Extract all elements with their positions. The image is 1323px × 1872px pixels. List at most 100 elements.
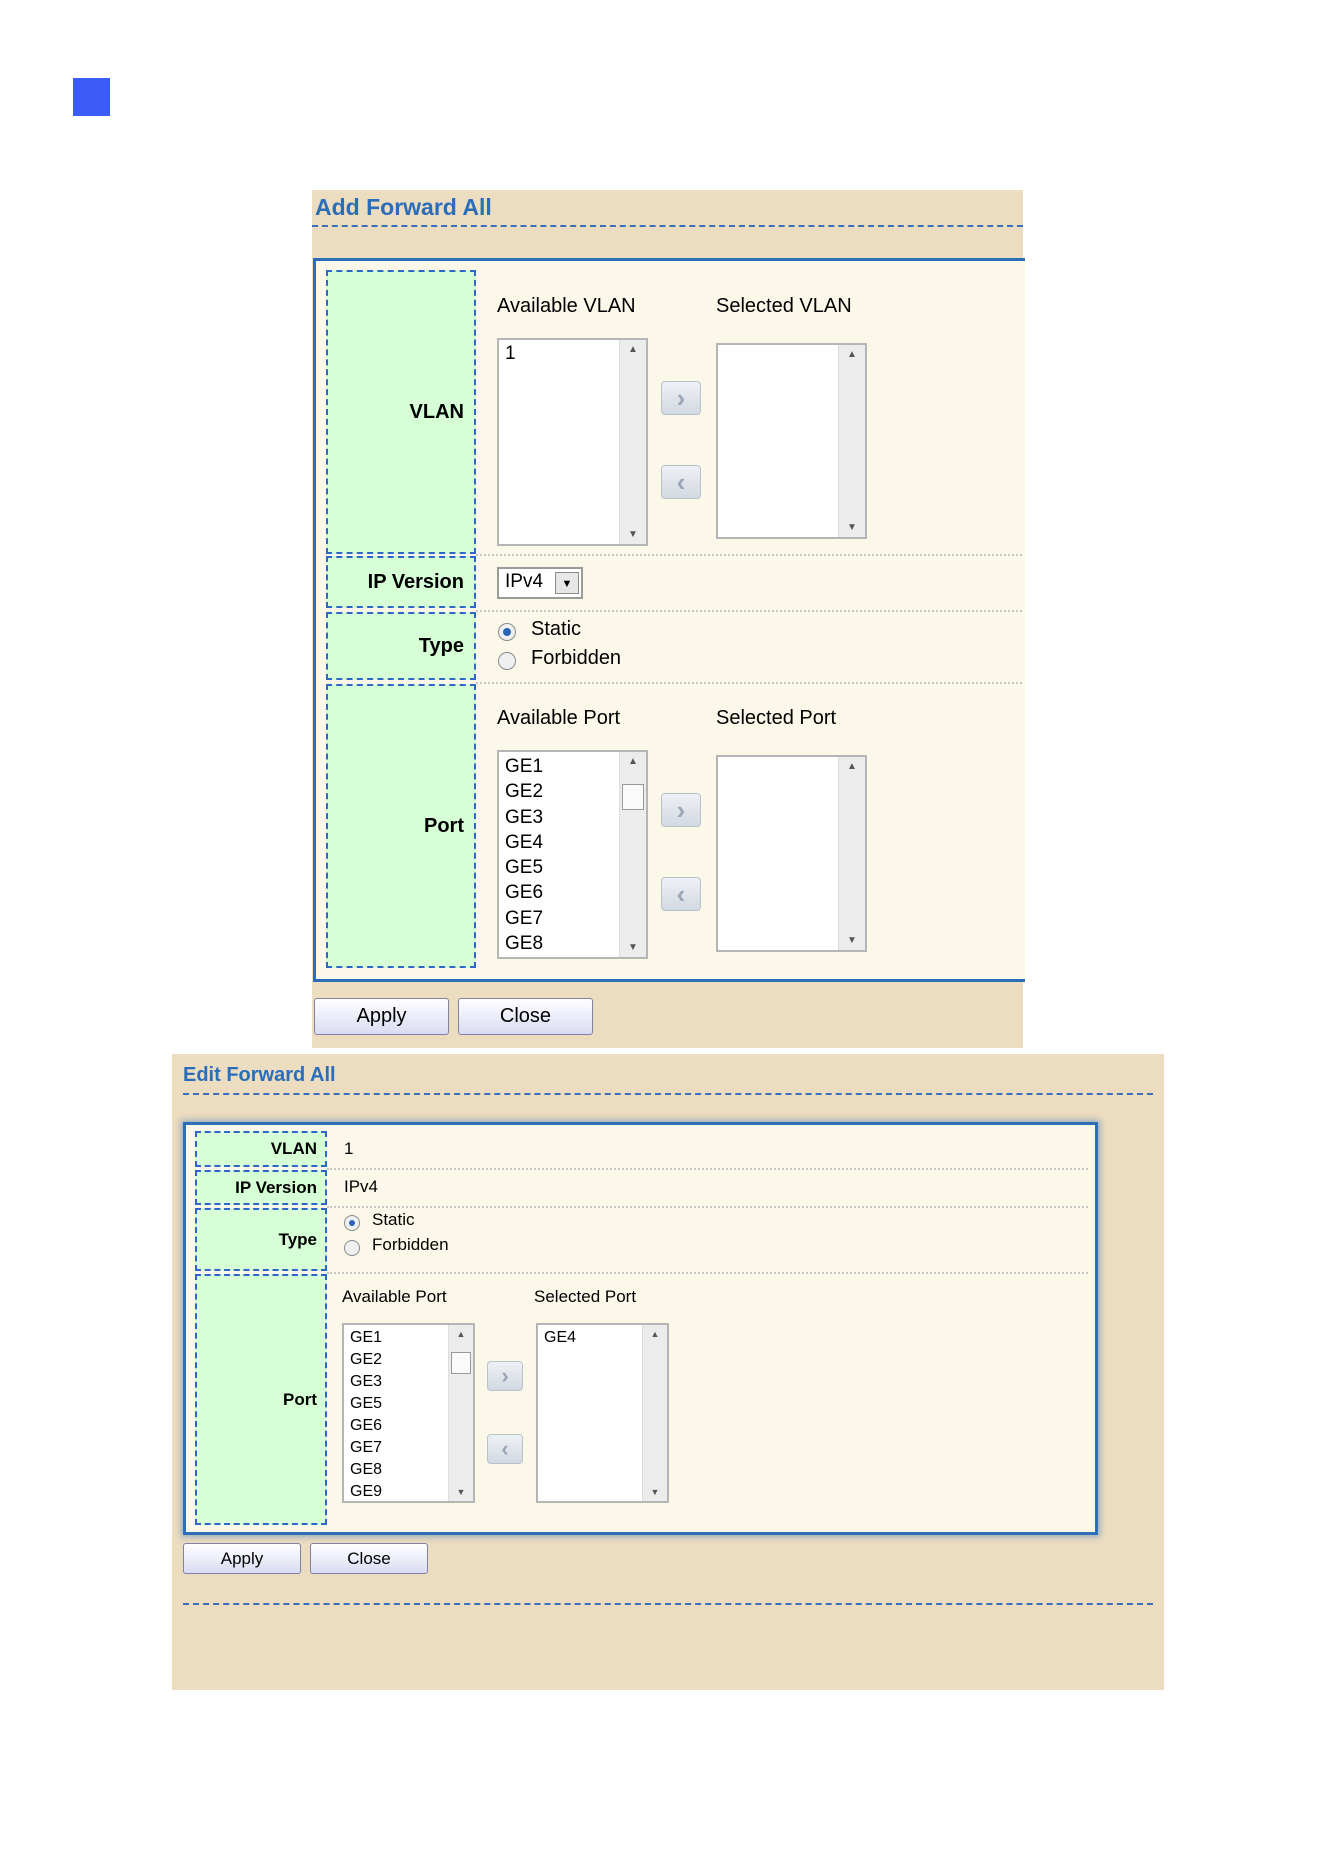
list-item[interactable]: GE4 <box>505 831 544 853</box>
triangle-up-icon[interactable]: ▲ <box>628 756 638 767</box>
add-vlan-move-right-button[interactable]: › <box>661 381 701 415</box>
edit-apply-button[interactable]: Apply <box>183 1543 301 1574</box>
add-port-move-right-button[interactable]: › <box>661 793 701 827</box>
edit-type-forbidden-radio[interactable] <box>344 1240 360 1256</box>
list-item[interactable]: GE4 <box>544 1329 577 1346</box>
scrollbar[interactable]: ▲ ▼ <box>642 1325 667 1501</box>
add-row-divider <box>476 554 1022 556</box>
edit-port-move-left-button[interactable]: ‹ <box>487 1434 523 1464</box>
list-item[interactable]: GE2 <box>505 781 544 803</box>
list-item[interactable]: GE7 <box>505 907 544 929</box>
edit-selected-port-list[interactable]: GE4 ▲ ▼ <box>536 1323 669 1503</box>
add-close-button[interactable]: Close <box>458 998 593 1035</box>
edit-type-label-text: Type <box>278 1229 317 1249</box>
triangle-up-icon[interactable]: ▲ <box>847 349 857 360</box>
triangle-up-icon[interactable]: ▲ <box>650 1329 660 1339</box>
add-port-label-text: Port <box>424 814 464 837</box>
add-selected-vlan-list[interactable]: ▲ ▼ <box>716 343 867 539</box>
add-type-static-label: Static <box>531 618 582 640</box>
list-item[interactable]: GE5 <box>350 1395 383 1412</box>
add-type-forbidden-label: Forbidden <box>531 647 622 669</box>
edit-ip-version-label-text: IP Version <box>235 1177 317 1197</box>
list-item[interactable]: GE6 <box>350 1417 383 1434</box>
list-item[interactable]: GE1 <box>505 756 544 777</box>
triangle-up-icon[interactable]: ▲ <box>847 761 857 772</box>
section-marker <box>73 78 110 116</box>
scrollbar[interactable]: ▲ ▼ <box>619 752 646 957</box>
list-item[interactable]: GE2 <box>350 1351 383 1368</box>
edit-type-static-radio[interactable] <box>344 1215 360 1231</box>
triangle-down-icon[interactable]: ▼ <box>456 1487 466 1497</box>
add-type-label-text: Type <box>418 634 464 657</box>
add-available-port-list[interactable]: GE1 GE2 GE3 GE4 GE5 GE6 GE7 GE8 ▲ ▼ <box>497 750 648 959</box>
edit-title-divider <box>183 1093 1153 1095</box>
edit-row-divider <box>327 1168 1088 1170</box>
add-row-divider <box>476 610 1022 612</box>
add-panel-title: Add Forward All <box>315 194 492 220</box>
scrollbar[interactable]: ▲ ▼ <box>448 1325 473 1501</box>
edit-vlan-value: 1 <box>344 1139 354 1158</box>
chevron-left-icon: ‹ <box>501 1436 509 1461</box>
list-item[interactable]: GE8 <box>350 1461 383 1478</box>
list-item[interactable]: GE6 <box>505 882 544 904</box>
add-selected-vlan-heading: Selected VLAN <box>716 295 852 317</box>
list-item[interactable]: GE9 <box>350 1483 383 1500</box>
list-item[interactable]: GE8 <box>505 933 544 955</box>
add-row-divider <box>476 682 1022 684</box>
list-item[interactable]: GE3 <box>505 806 544 828</box>
edit-port-move-right-button[interactable]: › <box>487 1361 523 1391</box>
add-port-move-left-button[interactable]: ‹ <box>661 877 701 911</box>
add-available-vlan-list[interactable]: 1 ▲ ▼ <box>497 338 648 546</box>
edit-available-port-list[interactable]: GE1 GE2 GE3 GE5 GE6 GE7 GE8 GE9 ▲ ▼ <box>342 1323 475 1503</box>
triangle-down-icon[interactable]: ▼ <box>847 522 857 533</box>
chevron-left-icon: ‹ <box>676 466 686 497</box>
edit-vlan-label: VLAN <box>195 1131 327 1167</box>
edit-type-forbidden-label: Forbidden <box>372 1235 449 1254</box>
list-item[interactable]: GE3 <box>350 1373 383 1390</box>
add-selected-port-heading: Selected Port <box>716 707 837 729</box>
list-item[interactable]: 1 <box>505 343 516 364</box>
edit-port-label: Port <box>195 1274 327 1525</box>
add-available-port-heading: Available Port <box>497 707 621 729</box>
add-type-forbidden-radio[interactable] <box>498 652 516 670</box>
scrollbar[interactable]: ▲ ▼ <box>619 340 646 544</box>
edit-selected-port-heading: Selected Port <box>534 1287 637 1306</box>
chevron-right-icon: › <box>676 794 686 825</box>
add-available-vlan-heading: Available VLAN <box>497 295 636 317</box>
scrollbar[interactable]: ▲ ▼ <box>838 757 865 950</box>
add-ip-version-select[interactable]: IPv4 ▼ <box>497 567 583 599</box>
add-title-divider <box>312 225 1023 227</box>
edit-ip-version-value: IPv4 <box>344 1177 379 1196</box>
list-item[interactable]: GE7 <box>350 1439 383 1456</box>
add-type-label: Type <box>326 612 476 680</box>
triangle-down-icon[interactable]: ▼ <box>847 935 857 946</box>
add-type-static-radio[interactable] <box>498 623 516 641</box>
scrollbar-thumb[interactable] <box>451 1352 471 1374</box>
edit-bottom-divider <box>183 1603 1153 1605</box>
edit-row-divider <box>327 1272 1088 1274</box>
chevron-right-icon: › <box>501 1363 509 1388</box>
add-port-label: Port <box>326 684 476 968</box>
scrollbar[interactable]: ▲ ▼ <box>838 345 865 537</box>
triangle-up-icon[interactable]: ▲ <box>456 1329 466 1339</box>
triangle-down-icon[interactable]: ▼ <box>628 529 638 540</box>
edit-type-static-label: Static <box>372 1210 415 1229</box>
add-vlan-move-left-button[interactable]: ‹ <box>661 465 701 499</box>
edit-port-label-text: Port <box>283 1389 317 1409</box>
add-apply-button[interactable]: Apply <box>314 998 449 1035</box>
triangle-down-icon[interactable]: ▼ <box>555 572 579 594</box>
list-item[interactable]: GE5 <box>505 857 544 879</box>
edit-type-label: Type <box>195 1208 327 1271</box>
list-item[interactable]: GE1 <box>350 1329 383 1346</box>
edit-panel-title: Edit Forward All <box>183 1064 336 1086</box>
triangle-down-icon[interactable]: ▼ <box>650 1487 660 1497</box>
edit-available-port-heading: Available Port <box>342 1287 447 1306</box>
triangle-up-icon[interactable]: ▲ <box>628 344 638 355</box>
add-selected-port-list[interactable]: ▲ ▼ <box>716 755 867 952</box>
edit-ip-version-label: IP Version <box>195 1170 327 1205</box>
triangle-down-icon[interactable]: ▼ <box>628 942 638 953</box>
add-ip-version-label: IP Version <box>326 556 476 608</box>
scrollbar-thumb[interactable] <box>622 784 644 810</box>
edit-close-button[interactable]: Close <box>310 1543 428 1574</box>
add-ip-version-value: IPv4 <box>505 571 544 592</box>
